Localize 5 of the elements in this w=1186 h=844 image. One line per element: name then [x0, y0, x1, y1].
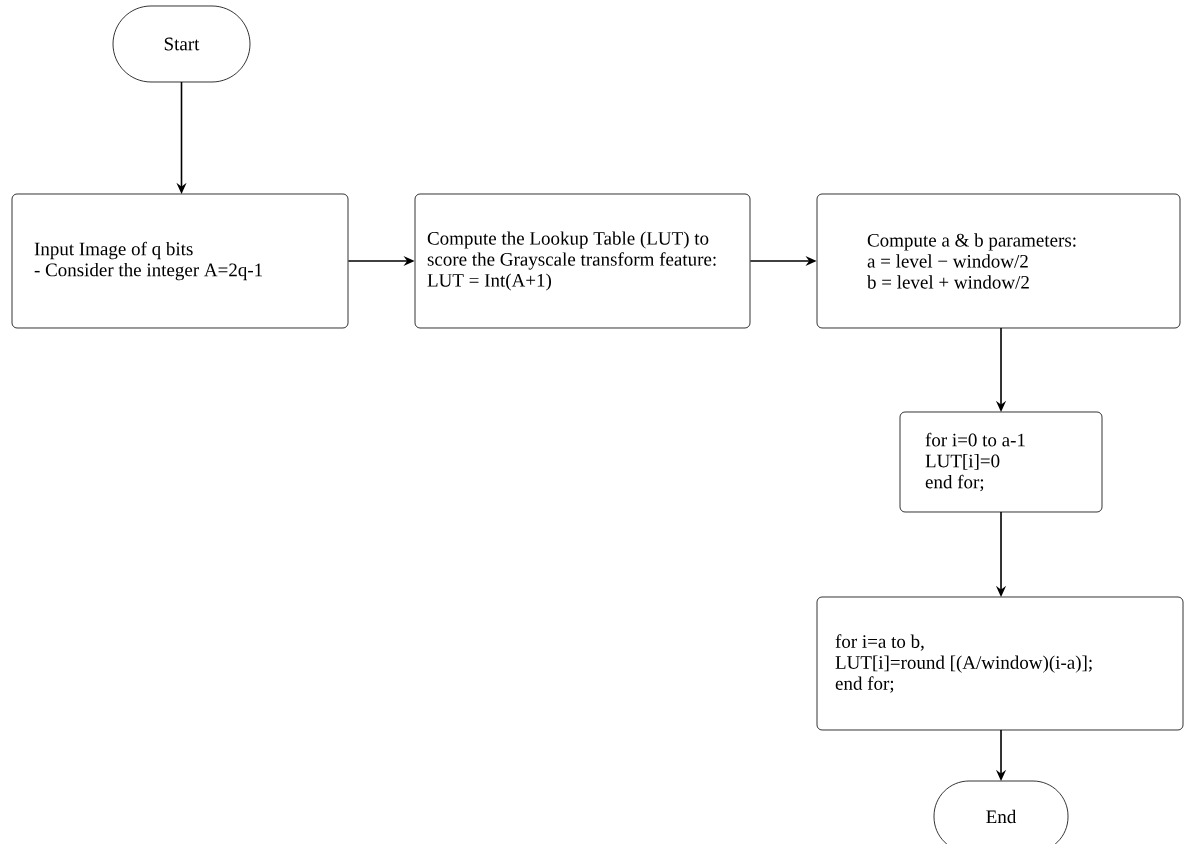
process-box: for i=0 to a-1 LUT[i]=0 end for; [899, 411, 1103, 513]
process-box: for i=a to b, LUT[i]=round [(A/window)(i-a)]; end for; [816, 596, 1184, 731]
process-box: Compute a & b parameters: a = level − window/2 b = level + window/2 [816, 193, 1181, 329]
process-box: Compute the Lookup Table (LUT) to score the Grayscale transform feature: LUT = Int(A+1) [414, 193, 751, 329]
process-box: Input Image of q bits - Consider the integer A=2q-1 [11, 193, 349, 329]
